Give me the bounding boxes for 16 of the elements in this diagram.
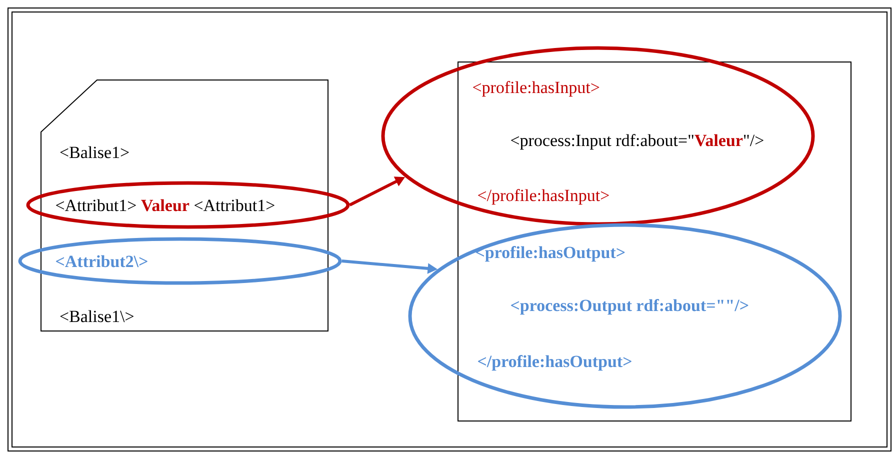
code-line: <profile:hasInput>: [473, 81, 600, 97]
code-box: [458, 62, 852, 422]
code-line: <process:Input rdf:about="Valeur"/>: [511, 134, 764, 150]
highlight-ellipse: [381, 46, 815, 226]
code-line: <Balise1>: [60, 146, 129, 158]
code-line: <profile:hasOutput>: [476, 246, 625, 262]
code-line: </profile:hasInput>: [478, 189, 609, 205]
code-line: <Attribut1> Valeur <Attribut1>: [56, 199, 274, 212]
highlight-ellipse: [18, 237, 342, 285]
highlight-ellipse: [26, 181, 350, 229]
code-line: <Balise1\>: [60, 310, 134, 322]
code-line: </profile:hasOutput>: [478, 355, 632, 371]
code-line: <Attribut2\>: [56, 255, 148, 268]
highlight-ellipse: [408, 223, 842, 409]
code-line: <process:Output rdf:about=""/>: [511, 299, 748, 315]
document-shape: [40, 80, 328, 332]
